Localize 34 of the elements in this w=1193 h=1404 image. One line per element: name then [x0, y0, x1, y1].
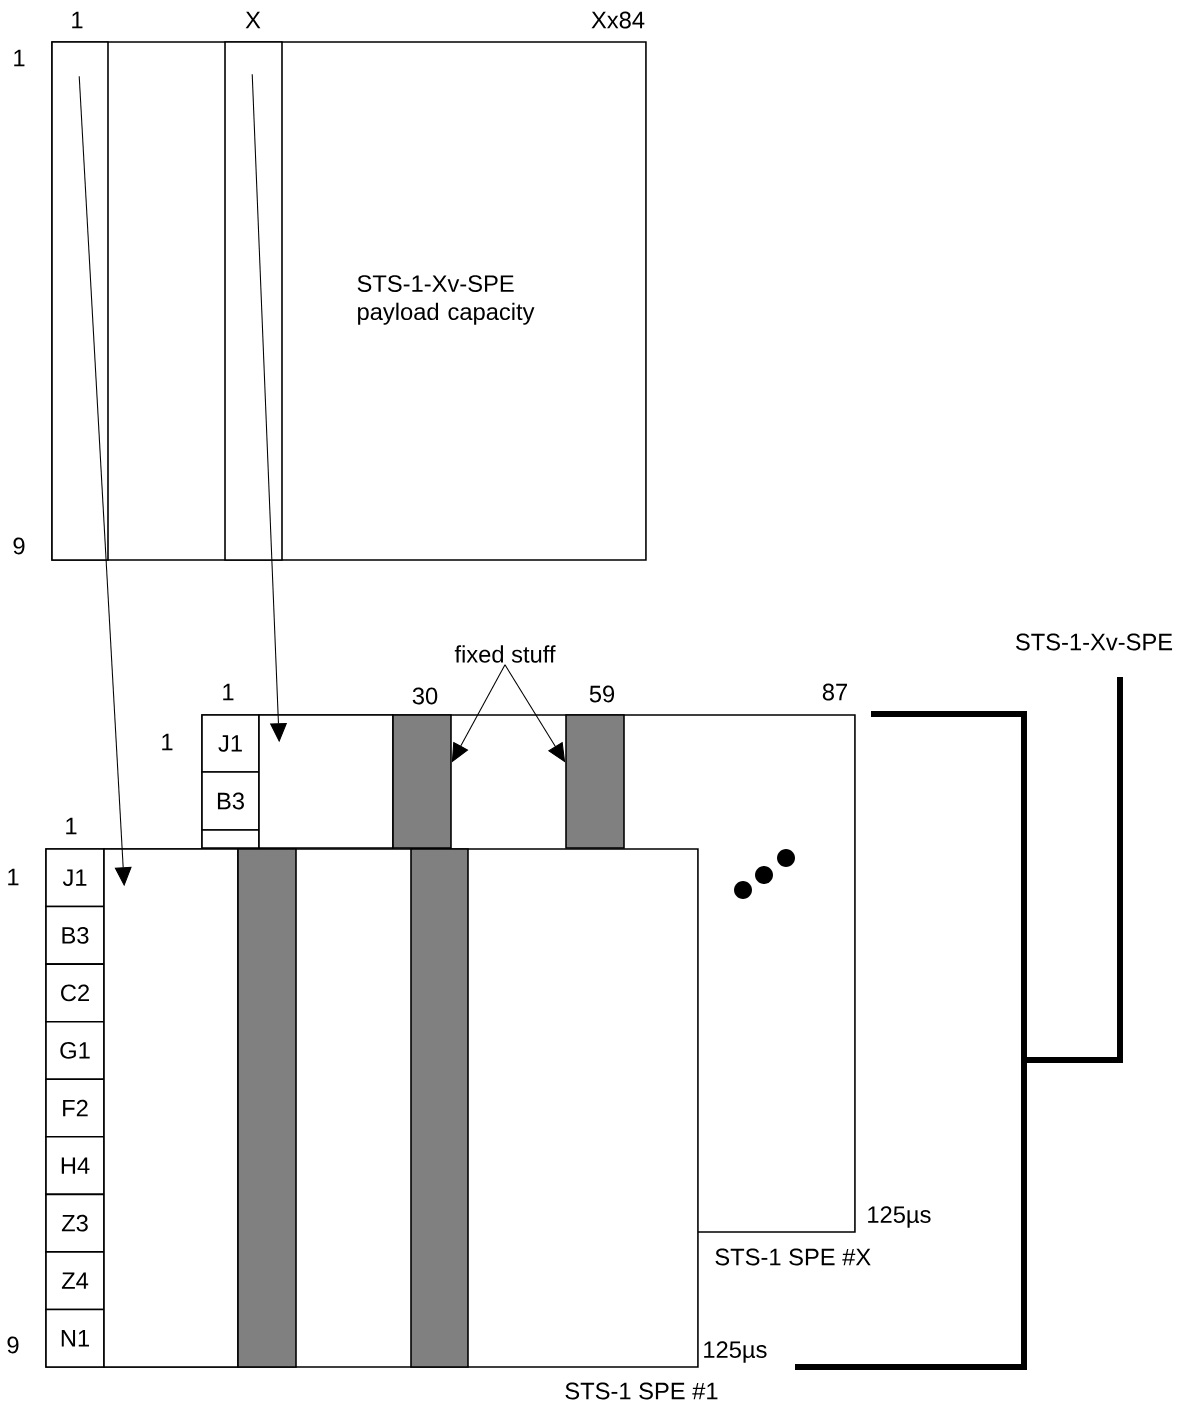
overhead-cell: Z4: [45, 1251, 105, 1311]
annotation-text: fixed stuff: [454, 645, 556, 663]
frame-caption: STS-1 SPE #1: [565, 1382, 718, 1400]
frame-box: [258, 714, 394, 849]
axis-number: STS-1-Xv-SPE: [1016, 633, 1173, 651]
axis-number: 87: [822, 683, 847, 701]
axis-number: 30: [412, 687, 438, 705]
frame-caption: 125µs: [704, 1341, 767, 1363]
overhead-cell: J1: [201, 714, 260, 773]
frame-box: [201, 829, 260, 849]
axis-number: 1: [162, 733, 173, 751]
stuff-column: [237, 848, 297, 1368]
axis-number: 1: [14, 49, 25, 67]
axis-number: 1: [223, 683, 234, 701]
overhead-cell: F2: [45, 1078, 105, 1138]
frame-box: [51, 41, 109, 561]
overhead-cell: C2: [45, 963, 105, 1023]
stuff-column: [392, 714, 452, 849]
frame-box: [224, 41, 283, 561]
overhead-cell: B3: [45, 905, 105, 965]
overhead-cell: J1: [45, 848, 105, 908]
overhead-cell: Z3: [45, 1193, 105, 1253]
stuff-column: [565, 714, 625, 849]
overhead-cell: G1: [45, 1020, 105, 1080]
axis-number: 9: [7, 1336, 19, 1354]
axis-number: 1: [66, 817, 77, 835]
frame-caption: 125µs: [868, 1206, 931, 1228]
axis-number: Xx84: [591, 11, 645, 29]
axis-number: 1: [8, 868, 19, 886]
frame-box: [103, 848, 239, 1368]
axis-number: 9: [13, 537, 25, 555]
overhead-cell: H4: [45, 1136, 105, 1196]
frame-caption: STS-1 SPE #X: [715, 1248, 871, 1266]
overhead-cell: N1: [45, 1308, 105, 1368]
